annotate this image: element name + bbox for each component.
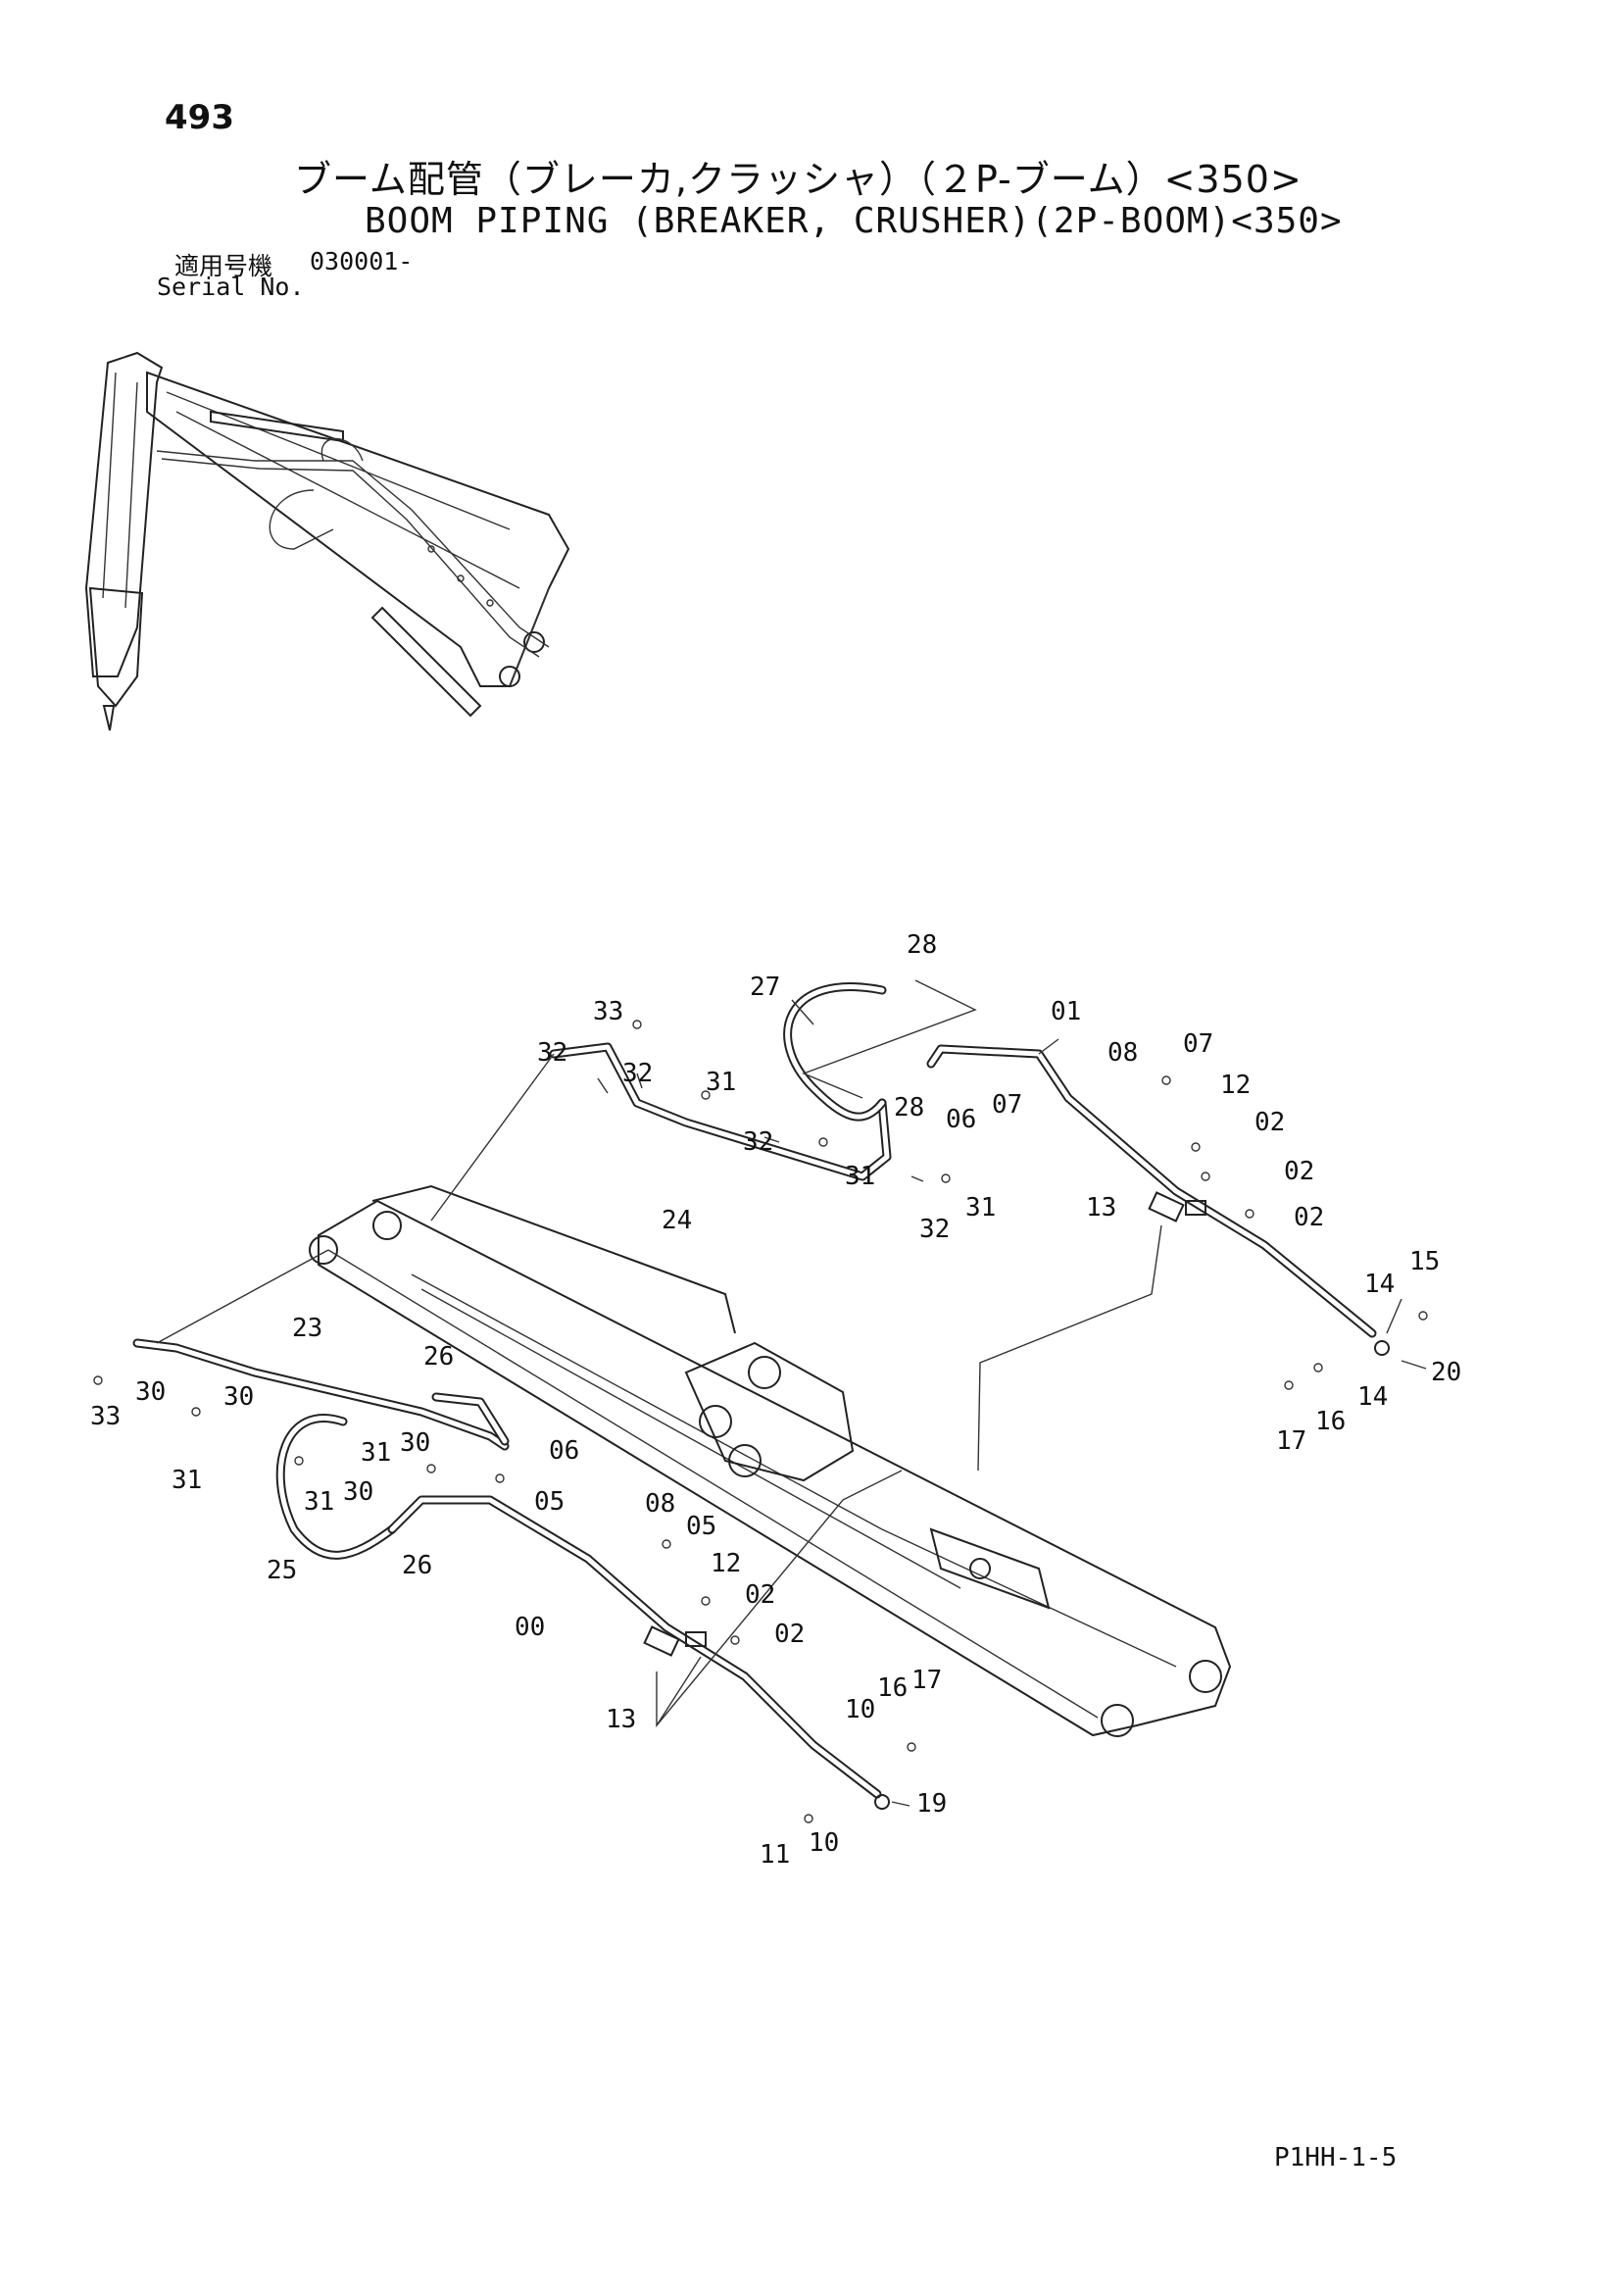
callout-25: 25 <box>267 1556 297 1585</box>
callout-15: 15 <box>1409 1247 1440 1276</box>
callout-02: 02 <box>1254 1108 1285 1137</box>
callout-labels: 28 27 01 33 32 31 32 08 07 07 06 28 12 3… <box>90 930 1461 1870</box>
serial-number-value: 030001- <box>310 247 414 275</box>
callout-02: 02 <box>745 1580 775 1610</box>
callout-31: 31 <box>304 1487 334 1517</box>
callout-08: 08 <box>1107 1038 1138 1068</box>
callout-13: 13 <box>1086 1193 1116 1223</box>
callout-26: 26 <box>402 1551 432 1580</box>
callout-27: 27 <box>750 973 780 1002</box>
callout-32: 32 <box>919 1215 950 1244</box>
callout-28: 28 <box>894 1093 924 1123</box>
callout-12: 12 <box>1220 1071 1251 1100</box>
callout-28: 28 <box>907 930 937 960</box>
callout-30: 30 <box>400 1428 430 1458</box>
callout-05: 05 <box>534 1487 565 1517</box>
leader-lines <box>156 979 1427 1807</box>
callout-33: 33 <box>593 997 623 1026</box>
callout-32: 32 <box>537 1038 567 1068</box>
callout-31: 31 <box>965 1193 996 1223</box>
drawing-code: P1HH-1-5 <box>1274 2143 1398 2172</box>
page-number: 493 <box>165 98 234 137</box>
callout-20: 20 <box>1431 1358 1461 1387</box>
callout-11: 11 <box>760 1840 790 1870</box>
callout-10: 10 <box>845 1695 875 1724</box>
callout-14: 14 <box>1357 1382 1388 1412</box>
callout-23: 23 <box>292 1314 322 1343</box>
title-japanese: ブーム配管（ブレーカ,クラッシャ）（２P-ブーム）<350> <box>294 158 1303 201</box>
callout-07: 07 <box>992 1090 1022 1120</box>
callout-19: 19 <box>916 1789 947 1819</box>
callout-31: 31 <box>706 1068 736 1097</box>
callout-00: 00 <box>515 1613 545 1642</box>
callout-26: 26 <box>423 1342 454 1372</box>
callout-32: 32 <box>622 1059 653 1088</box>
callout-02: 02 <box>774 1620 805 1649</box>
callout-17: 17 <box>911 1666 942 1695</box>
callout-12: 12 <box>711 1549 741 1578</box>
callout-31: 31 <box>361 1438 391 1468</box>
callout-01: 01 <box>1051 997 1081 1026</box>
boom-body <box>309 1184 1232 1737</box>
callout-24: 24 <box>662 1206 692 1235</box>
overview-illustration <box>84 351 570 731</box>
callout-33: 33 <box>90 1402 121 1431</box>
callout-02: 02 <box>1294 1203 1324 1232</box>
callout-16: 16 <box>877 1673 908 1703</box>
callout-17: 17 <box>1276 1426 1306 1456</box>
serial-label-english: Serial No. <box>157 273 305 301</box>
callout-06: 06 <box>549 1436 579 1466</box>
callout-30: 30 <box>135 1377 166 1407</box>
serial-label-japanese: 適用号機 <box>174 252 273 280</box>
callout-02: 02 <box>1284 1157 1314 1186</box>
callout-08: 08 <box>645 1489 675 1519</box>
callout-13: 13 <box>606 1705 636 1734</box>
callout-30: 30 <box>343 1477 373 1507</box>
title-english: BOOM PIPING (BREAKER, CRUSHER)(2P-BOOM)<… <box>365 201 1343 241</box>
callout-10: 10 <box>809 1828 839 1858</box>
callout-05: 05 <box>686 1512 716 1541</box>
callout-31: 31 <box>845 1162 875 1191</box>
callout-14: 14 <box>1364 1270 1395 1299</box>
callout-30: 30 <box>223 1382 254 1412</box>
callout-16: 16 <box>1315 1407 1346 1436</box>
clamps-and-fittings <box>93 1020 1428 1823</box>
pipes <box>132 982 1377 1799</box>
callout-06: 06 <box>946 1105 976 1134</box>
callout-07: 07 <box>1183 1029 1213 1059</box>
callout-32: 32 <box>743 1127 773 1157</box>
callout-31: 31 <box>172 1466 202 1495</box>
